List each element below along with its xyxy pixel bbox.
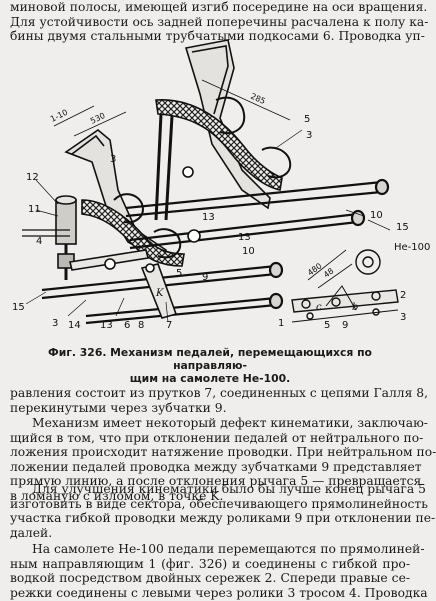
- figure-label: 11: [28, 204, 41, 215]
- figure-label: 15: [12, 302, 25, 313]
- figure-label: 5: [176, 268, 182, 279]
- figure-label: 10: [242, 246, 255, 257]
- figure-label: 3: [306, 130, 312, 141]
- dimension-label: 530: [89, 111, 107, 126]
- text-line: Для устойчивости ось задней поперечины р…: [10, 14, 429, 29]
- figure-label: 15: [396, 222, 409, 233]
- paragraph: Механизм имеет некоторый дефект кинемати…: [10, 416, 436, 504]
- figure-label: K: [155, 288, 164, 299]
- front-pedal-assembly: [64, 128, 185, 267]
- figure-label: 10: [370, 210, 383, 221]
- dimension-lines: [53, 79, 353, 289]
- figure-label: 3: [400, 312, 406, 323]
- kinematic-inset: [291, 249, 399, 323]
- figure-label: 8: [138, 320, 144, 331]
- text-line: щийся в том, что при отклонении педалей …: [10, 430, 424, 445]
- text-line: ложения происходит натяжение проводки. П…: [10, 445, 436, 460]
- paragraph: На самолете Не-100 педали перемещаются п…: [10, 542, 428, 600]
- leader-lines: [25, 129, 391, 323]
- text-line: бины двумя стальными трубчатыми подкосам…: [10, 29, 425, 44]
- caption-line: Фиг. 326. Механизм педалей, перемещающих…: [48, 346, 372, 372]
- text-line: прямую линию, а после отклонения рычага …: [10, 474, 422, 489]
- figure-label: 1: [278, 318, 284, 329]
- text-line: перекинутыми через зубчатки 9.: [10, 400, 227, 415]
- figure-label: 5: [324, 320, 330, 331]
- figure-label: 6: [124, 320, 130, 331]
- figure-label: 3: [52, 318, 58, 329]
- figure-label: 13: [202, 212, 215, 223]
- figure-label: 12: [26, 172, 39, 183]
- dimension-label: 1-10: [49, 108, 69, 124]
- figure-label: 13: [238, 232, 251, 243]
- figure-label: 5: [304, 114, 310, 125]
- text-line: ным направляющим 1 (фиг. 326) и соединен…: [10, 556, 410, 571]
- text-line: миновой полосы, имеющей изгиб посередине…: [10, 0, 428, 14]
- caption-line: щим на самолете Не-100.: [129, 372, 291, 385]
- text-line: участка гибкой проводки между роликами 9…: [10, 511, 436, 526]
- figure-label: 13: [100, 320, 113, 331]
- book-page: миновой полосы, имеющей изгиб посередине…: [10, 0, 436, 600]
- figure-label: 7: [166, 320, 172, 331]
- paragraph: равления состоит из прутков 7, соединенн…: [10, 386, 428, 415]
- spring-cylinder: [55, 195, 77, 280]
- text-line: режки соединены с левыми через ролики 3 …: [10, 585, 428, 600]
- text-line: далей.: [10, 525, 53, 540]
- figure-label: 3: [110, 154, 116, 165]
- text-line: На самолете Не-100 педали перемещаются п…: [32, 542, 425, 556]
- pedal-mechanism-figure: 12 11 4 15 3 14 13 6 8 7 5 9 3 13 13 5 3…: [12, 39, 430, 331]
- top-paragraph: миновой полосы, имеющей изгиб посередине…: [10, 0, 429, 44]
- figure-label: c: [316, 302, 322, 313]
- text-line: ложении педалей проводка между зубчаткам…: [10, 459, 422, 474]
- figure-label: 9: [202, 272, 208, 283]
- lever-linkage: [69, 166, 201, 319]
- text-line: в ломаную с изломом, в точке K.: [10, 488, 224, 503]
- text-line: Механизм имеет некоторый дефект кинемати…: [32, 416, 428, 430]
- figure-label: He-100: [394, 242, 430, 253]
- dimension-label: 285: [249, 92, 267, 106]
- paragraph: Для улучшения кинематики было бы лучше к…: [10, 482, 436, 540]
- figure-label: 4: [36, 236, 42, 247]
- text-line: Для улучшения кинематики было бы лучше к…: [32, 482, 426, 496]
- text-line: водкой посредством двойных сережек 2. Сп…: [10, 571, 410, 586]
- text-line: изготовить в виде сектора, обеспечивающе…: [10, 496, 428, 511]
- figure-label: 14: [68, 320, 81, 331]
- text-line: равления состоит из прутков 7, соединенн…: [10, 386, 428, 400]
- figure-label: b: [352, 302, 358, 313]
- figure-caption: Фиг. 326. Механизм педалей, перемещающих…: [10, 346, 410, 385]
- figure-label: 2: [400, 290, 406, 301]
- figure-label: 9: [342, 320, 348, 331]
